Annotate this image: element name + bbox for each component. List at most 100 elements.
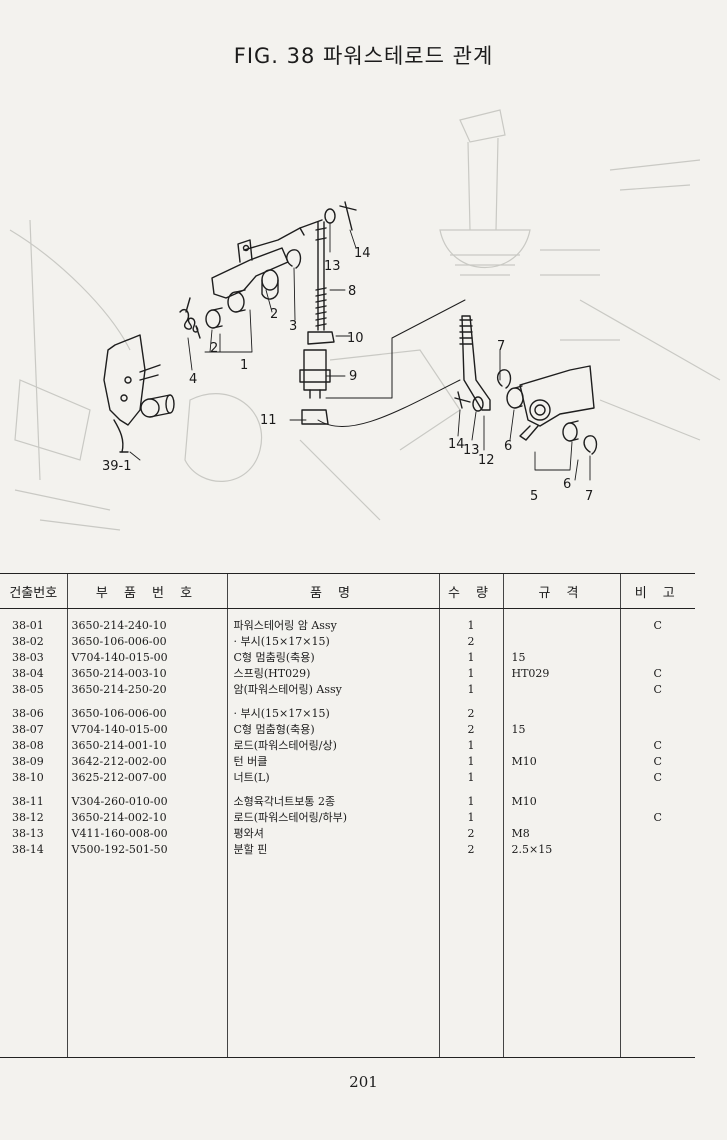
cell-spec bbox=[502, 617, 620, 633]
cell-name: · 부시(15×17×15) bbox=[226, 633, 439, 649]
bracket-39-1 bbox=[103, 334, 175, 453]
snap-ring-part-3 bbox=[286, 249, 302, 269]
cell-part: 3650-214-240-10 bbox=[66, 617, 227, 633]
cell-name: 파워스테어링 암 Assy bbox=[226, 617, 439, 633]
group-spacer bbox=[0, 608, 695, 617]
cell-qty: 2 bbox=[438, 841, 503, 857]
nut-part-10 bbox=[307, 331, 335, 345]
rod-part-8 bbox=[315, 221, 327, 331]
group-spacer bbox=[0, 697, 695, 705]
group-spacer bbox=[0, 785, 695, 793]
cell-part: V704-140-015-00 bbox=[66, 721, 227, 737]
cell-note: C bbox=[619, 809, 695, 825]
cell-spec: M10 bbox=[502, 753, 620, 769]
label-10: 10 bbox=[347, 331, 364, 346]
cell-name: 평와셔 bbox=[226, 825, 439, 841]
cell-spec bbox=[502, 737, 620, 753]
bush-part-6b bbox=[562, 422, 578, 442]
group-spacer bbox=[0, 857, 695, 1058]
snap-ring-part-7-upper bbox=[496, 369, 512, 389]
cell-no: 38-12 bbox=[12, 810, 44, 824]
cell-no: 38-08 bbox=[12, 738, 44, 752]
cell-note bbox=[619, 841, 695, 857]
cell-name: 스프링(HT029) bbox=[226, 665, 439, 681]
bush-part-2b bbox=[227, 291, 245, 313]
cell-part: 3650-214-250-20 bbox=[66, 681, 227, 697]
label-13b: 13 bbox=[463, 443, 480, 458]
cell-part: 3650-214-002-10 bbox=[66, 809, 227, 825]
label-14b: 14 bbox=[448, 437, 465, 452]
cell-no: 38-13 bbox=[12, 826, 44, 840]
cell-qty: 1 bbox=[438, 665, 503, 681]
parts-drawing bbox=[103, 201, 598, 481]
bush-part-6a bbox=[506, 387, 524, 409]
turnbuckle-part-9 bbox=[299, 349, 331, 399]
column-header: 품 명 bbox=[226, 573, 439, 609]
cell-note: C bbox=[619, 753, 695, 769]
cell-qty: 2 bbox=[438, 705, 503, 721]
cell-spec: HT029 bbox=[502, 665, 620, 681]
cell-name: 암(파워스테어링) Assy bbox=[226, 681, 439, 697]
rod-part-12 bbox=[459, 315, 491, 411]
cell-spec: 15 bbox=[502, 649, 620, 665]
cell-name: C형 멈춤링(축용) bbox=[226, 649, 439, 665]
leader-lines bbox=[129, 222, 591, 481]
label-2a: 2 bbox=[210, 341, 218, 356]
label-7b: 7 bbox=[585, 489, 593, 504]
cell-name: C형 멈춤형(축용) bbox=[226, 721, 439, 737]
cell-note bbox=[619, 649, 695, 665]
cell-spec bbox=[502, 769, 620, 785]
cell-spec: 2.5×15 bbox=[502, 841, 620, 857]
cell-name: 턴 버클 bbox=[226, 753, 439, 769]
cell-no: 38-11 bbox=[12, 794, 44, 808]
cell-part: V304-260-010-00 bbox=[66, 793, 227, 809]
washer-part-13-upper bbox=[324, 208, 336, 224]
cell-part: 3650-106-006-00 bbox=[66, 633, 227, 649]
washer-part-13-lower bbox=[472, 396, 484, 412]
cell-note bbox=[619, 793, 695, 809]
label-13a: 13 bbox=[324, 259, 341, 274]
column-header: 건출번호 bbox=[0, 573, 67, 609]
cell-qty: 1 bbox=[438, 617, 503, 633]
cell-no: 38-06 bbox=[12, 706, 44, 720]
cell-note bbox=[619, 633, 695, 649]
cell-name: · 부시(15×17×15) bbox=[226, 705, 439, 721]
cell-no: 38-03 bbox=[12, 650, 44, 664]
faint-background-drawing bbox=[9, 109, 721, 531]
label-6a: 6 bbox=[504, 439, 512, 454]
cell-no: 38-07 bbox=[12, 722, 44, 736]
label-2b: 2 bbox=[270, 307, 278, 322]
cell-qty: 1 bbox=[438, 681, 503, 697]
cell-qty: 1 bbox=[438, 753, 503, 769]
cell-spec bbox=[502, 809, 620, 825]
cell-no: 38-01 bbox=[12, 618, 44, 632]
label-3: 3 bbox=[289, 319, 297, 334]
cell-part: V500-192-501-50 bbox=[66, 841, 227, 857]
label-1: 1 bbox=[240, 358, 248, 373]
label-9: 9 bbox=[349, 369, 357, 384]
cell-part: 3642-212-002-00 bbox=[66, 753, 227, 769]
cell-name: 로드(파워스테어링/하부) bbox=[226, 809, 439, 825]
label-5: 5 bbox=[530, 489, 538, 504]
cell-no: 38-02 bbox=[12, 634, 44, 648]
cell-no: 38-09 bbox=[12, 754, 44, 768]
cell-qty: 1 bbox=[438, 769, 503, 785]
cell-qty: 2 bbox=[438, 825, 503, 841]
cell-spec: M10 bbox=[502, 793, 620, 809]
column-header: 수 량 bbox=[438, 573, 503, 609]
cell-qty: 2 bbox=[438, 721, 503, 737]
cell-note: C bbox=[619, 769, 695, 785]
arm-part-5 bbox=[519, 365, 595, 441]
cell-name: 로드(파워스테어링/상) bbox=[226, 737, 439, 753]
label-12: 12 bbox=[478, 453, 495, 468]
